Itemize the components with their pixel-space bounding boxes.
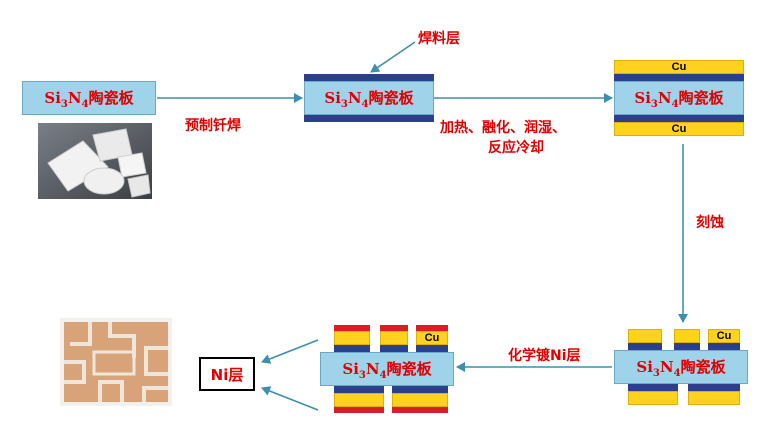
stage5-solder-bottom-1 <box>334 386 384 393</box>
cu-label: Cu <box>671 61 687 73</box>
stage3-solder-top <box>614 74 744 81</box>
label-electroless-ni: 化学镀Ni层 <box>508 348 581 364</box>
stage5-solder-top-2 <box>380 345 408 352</box>
stage5-ni-top-1 <box>334 325 370 331</box>
ceramic-plates-photo <box>38 123 152 199</box>
arrow-ni-lower <box>261 386 319 411</box>
cu-label: Cu <box>716 330 732 342</box>
stage5-ni-bottom-2 <box>392 407 448 413</box>
stage5-substrate: Si3N4陶瓷板 <box>320 352 454 386</box>
substrate-label: Si3N4陶瓷板 <box>44 88 134 110</box>
stage5-ni-top-3 <box>416 325 448 331</box>
stage2-substrate: Si3N4陶瓷板 <box>304 81 434 115</box>
stage4-cu-pad-2 <box>674 329 700 343</box>
stage4-solder-top-2 <box>674 343 700 350</box>
stage5-cu-pad-1 <box>334 331 370 345</box>
label-heating-line2: 反应冷却 <box>488 140 544 156</box>
stage3-substrate: Si3N4陶瓷板 <box>614 81 744 115</box>
stage4-solder-top-3 <box>708 343 740 350</box>
cu-label: Cu <box>671 123 687 135</box>
stage5-cu-pad-3: Cu <box>416 331 448 345</box>
substrate-label: Si3N4陶瓷板 <box>636 357 726 379</box>
substrate-label: Si3N4陶瓷板 <box>324 88 414 110</box>
stage5-ni-bottom-1 <box>334 407 384 413</box>
stage4-solder-top-1 <box>628 343 662 350</box>
ni-layer-label: Ni层 <box>210 365 244 384</box>
stage4-cu-bottom-2 <box>688 391 740 405</box>
stage3-solder-bottom <box>614 115 744 122</box>
stage1-substrate: Si3N4陶瓷板 <box>22 81 156 115</box>
stage4-solder-bottom-1 <box>628 384 678 391</box>
label-heating-line1: 加热、融化、润湿、 <box>440 120 566 136</box>
stage5-cu-bottom-2 <box>392 393 448 407</box>
stage5-solder-top-1 <box>334 345 370 352</box>
label-solder-layer: 焊料层 <box>418 31 460 47</box>
stage5-ni-top-2 <box>380 325 408 331</box>
stage4-substrate: Si3N4陶瓷板 <box>614 350 748 384</box>
stage5-solder-top-3 <box>416 345 448 352</box>
label-prebraze: 预制钎焊 <box>185 118 241 134</box>
arrow-ni-upper <box>261 339 319 364</box>
stage3-cu-bottom: Cu <box>614 122 744 136</box>
substrate-label: Si3N4陶瓷板 <box>342 359 432 381</box>
stage5-cu-pad-2 <box>380 331 408 345</box>
arrow-solder-pointer <box>370 41 416 73</box>
label-etching: 刻蚀 <box>696 215 724 231</box>
stage5-cu-bottom-1 <box>334 393 384 407</box>
stage5-solder-bottom-2 <box>392 386 448 393</box>
stage4-cu-pad-1 <box>628 329 662 343</box>
stage2-solder-bottom <box>304 115 434 122</box>
stage4-solder-bottom-2 <box>688 384 740 391</box>
stage2-solder-top <box>304 74 434 81</box>
circuit-board-photo <box>60 318 172 406</box>
ni-layer-box: Ni层 <box>199 357 255 391</box>
substrate-label: Si3N4陶瓷板 <box>634 88 724 110</box>
cu-label: Cu <box>424 332 440 344</box>
stage4-cu-bottom-1 <box>628 391 678 405</box>
stage4-cu-pad-3: Cu <box>708 329 740 343</box>
stage3-cu-top: Cu <box>614 60 744 74</box>
